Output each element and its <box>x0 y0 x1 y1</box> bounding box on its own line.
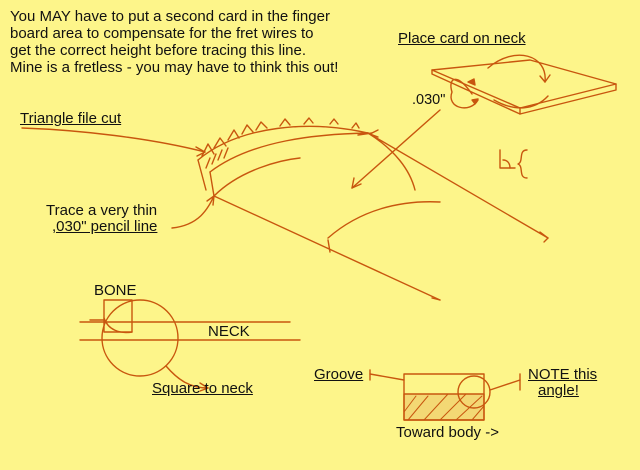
intro-text: You MAY have to put a second card in the… <box>10 8 338 76</box>
intro-line-2: board area to compensate for the fret wi… <box>10 25 314 42</box>
card-sketch <box>431 54 617 115</box>
intro-line-4: Mine is a fretless - you may have to thi… <box>10 59 339 76</box>
groove-label: Groove <box>314 366 364 383</box>
trace-line-label-1: Trace a very thin <box>46 202 158 219</box>
place-card-label: Place card on neck <box>398 30 526 47</box>
trace-line-label-2: ,030" pencil line <box>52 218 158 235</box>
place-card-leader <box>351 109 441 189</box>
neck-sketch <box>197 117 549 301</box>
intro-line-3: get the correct height before tracing th… <box>10 42 307 59</box>
toward-body-label: Toward body -> <box>396 424 499 441</box>
neck-label: NECK <box>208 323 250 340</box>
angle-symbol <box>499 149 528 179</box>
square-to-neck-label: Square to neck <box>152 380 253 397</box>
groove-sketch <box>369 369 521 421</box>
intro-line-1: You MAY have to put a second card in the… <box>10 8 330 25</box>
note-angle-label-2: angle! <box>538 382 579 399</box>
note-angle-label-1: NOTE this <box>528 366 598 383</box>
trace-leader <box>171 195 215 229</box>
triangle-cut-label: Triangle file cut <box>20 110 122 127</box>
bone-neck-sketch <box>79 299 301 392</box>
triangle-cut-leader <box>21 127 206 153</box>
card-thickness-label: .030" <box>412 92 446 108</box>
bone-label: BONE <box>94 282 137 299</box>
place-card-arrowhead <box>351 177 362 189</box>
